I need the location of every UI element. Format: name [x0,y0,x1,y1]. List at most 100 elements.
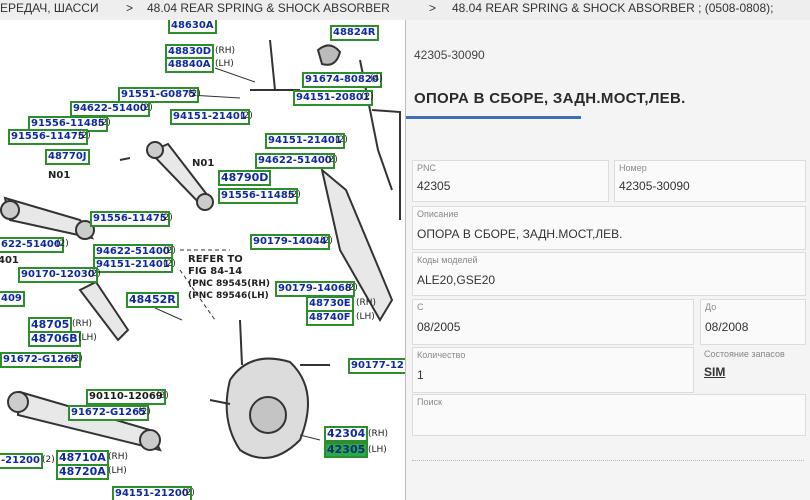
part-qualifier: (2) [188,89,201,99]
part-qualifier: (4) [370,74,383,84]
part-callout[interactable]: 91556-11475 [90,211,170,227]
part-qualifier: (2) [345,283,358,293]
part-callout[interactable]: 90177-12 [348,358,405,374]
search-field[interactable]: Поиск [412,394,806,436]
part-callout[interactable]: 94151-21200 [112,486,192,500]
pnc-value: 42305 [417,179,451,193]
part-number-header: 42305-30090 [414,48,485,62]
part-callout[interactable]: 90110-12069 [86,389,166,405]
part-qualifier: (2) [288,190,301,200]
quantity-value: 1 [417,368,424,382]
part-qualifier: (2) [240,111,253,121]
models-label: Коды моделей [417,255,478,265]
stock-status-link[interactable]: SIM [704,365,726,379]
part-qualifier: (RH) [368,429,389,439]
refer-link[interactable]: FIG 84-14 [188,266,243,277]
part-callout-42304[interactable]: 42304 [324,426,369,442]
from-date-label: С [417,302,424,312]
part-qualifier: (RH) [108,452,129,462]
divider [412,460,804,461]
part-callout[interactable]: 48824R [330,25,379,41]
to-date-value: 08/2008 [705,320,749,334]
part-qualifier: (2) [56,239,69,249]
part-callout[interactable]: 48710A [56,450,109,466]
part-qualifier: (2) [140,103,153,113]
part-callout-42305-selected[interactable]: 42305 [324,442,369,458]
part-callout[interactable]: 622-51400 [0,237,64,253]
breadcrumb-separator-icon: > [429,1,437,15]
from-date-field: С 08/2005 [412,299,694,345]
breadcrumb-item-chassis[interactable]: ЕРЕДАЧ, ШАССИ [0,1,99,15]
part-callout[interactable]: 409 [0,291,25,307]
description-value: ОПОРА В СБОРЕ, ЗАДН.МОСТ,ЛЕВ. [417,227,623,241]
part-title: ОПОРА В СБОРЕ, ЗАДН.МОСТ,ЛЕВ. [414,90,686,107]
part-qualifier: (2) [42,455,55,465]
part-callout[interactable]: -21200 [0,453,43,469]
pnc-field: PNC 42305 [412,160,609,202]
note-label: N01 [48,170,71,181]
part-qualifier: (2) [361,92,374,102]
part-callout[interactable]: 91556-11475 [8,129,88,145]
part-qualifier: (RH) [215,46,236,56]
part-callout[interactable]: 90170-12030 [18,267,98,283]
part-callout[interactable]: 94151-21401 [265,133,345,149]
stock-status-label: Состояние запасов [704,349,785,359]
part-callout[interactable]: 90179-14044 [250,234,330,250]
description-label: Описание [417,209,459,219]
number-label: Номер [619,163,647,173]
part-qualifier: (LH) [78,333,97,343]
part-callout[interactable]: 91556-11485 [218,188,298,204]
part-qualifier: (2) [138,407,151,417]
part-callout[interactable]: 48630A [168,20,217,34]
quantity-label: Количество [417,350,466,360]
pnc-label: PNC [417,163,437,173]
part-qualifier: (2) [335,135,348,145]
refer-note: REFER TO [188,254,243,265]
note-label: 401 [0,255,19,266]
part-qualifier: (2) [160,213,173,223]
part-callout[interactable]: 94151-20801 [293,90,373,106]
note-label: N01 [192,158,215,169]
part-qualifier: (2) [163,246,176,256]
number-value: 42305-30090 [619,179,690,193]
to-date-field: До 08/2008 [700,299,806,345]
parts-diagram: 48630A 48824R 48830D (RH) 48840A (LH) 91… [0,20,405,500]
part-qualifier: (LH) [215,59,234,69]
part-qualifier: (RH) [72,319,93,329]
part-callout[interactable]: 91672-G1265 [68,405,149,421]
part-callout[interactable]: 94622-51400 [70,101,150,117]
breadcrumb-item-current: 48.04 REAR SPRING & SHOCK ABSORBER ; (05… [452,1,774,15]
part-callout[interactable]: 91551-G0875 [118,87,199,103]
breadcrumb-item-section[interactable]: 48.04 REAR SPRING & SHOCK ABSORBER [147,1,390,15]
to-date-label: До [705,302,717,312]
part-callout[interactable]: 90179-14068 [275,281,355,297]
part-callout[interactable]: 48770J [45,149,90,165]
part-callout[interactable]: 48840A [165,57,214,73]
refer-note: (PNC 89546(LH) [188,291,269,301]
part-qualifier: (LH) [368,445,387,455]
part-callout[interactable]: 48790D [218,170,272,186]
part-qualifier: (2) [98,118,111,128]
part-detail-panel: 42305-30090 ОПОРА В СБОРЕ, ЗАДН.МОСТ,ЛЕВ… [405,20,810,500]
number-field: Номер 42305-30090 [614,160,806,202]
part-callout[interactable]: 94622-51400 [255,153,335,169]
part-qualifier: (2) [320,236,333,246]
part-callout[interactable]: 48720A [56,464,109,480]
part-callout[interactable]: 91674-80820 [302,72,382,88]
quantity-field: Количество 1 [412,347,694,393]
part-qualifier: (LH) [108,466,127,476]
breadcrumb: ЕРЕДАЧ, ШАССИ > 48.04 REAR SPRING & SHOC… [0,0,810,21]
part-callout[interactable]: 91672-G1265 [0,352,81,368]
part-callout[interactable]: 94151-21401 [170,109,250,125]
part-callout[interactable]: 94151-21401 [93,257,173,273]
part-callout[interactable]: 48730E [306,296,354,312]
suspension-drawing [0,39,401,459]
from-date-value: 08/2005 [417,320,461,334]
part-callout[interactable]: 48740F [306,310,354,326]
models-value: ALE20,GSE20 [417,273,496,287]
part-qualifier: (LH) [356,312,375,322]
part-callout[interactable]: 48452R [126,292,179,308]
part-callout[interactable]: 48706B [28,331,81,347]
part-qualifier: (2) [325,155,338,165]
title-underline [406,116,581,119]
